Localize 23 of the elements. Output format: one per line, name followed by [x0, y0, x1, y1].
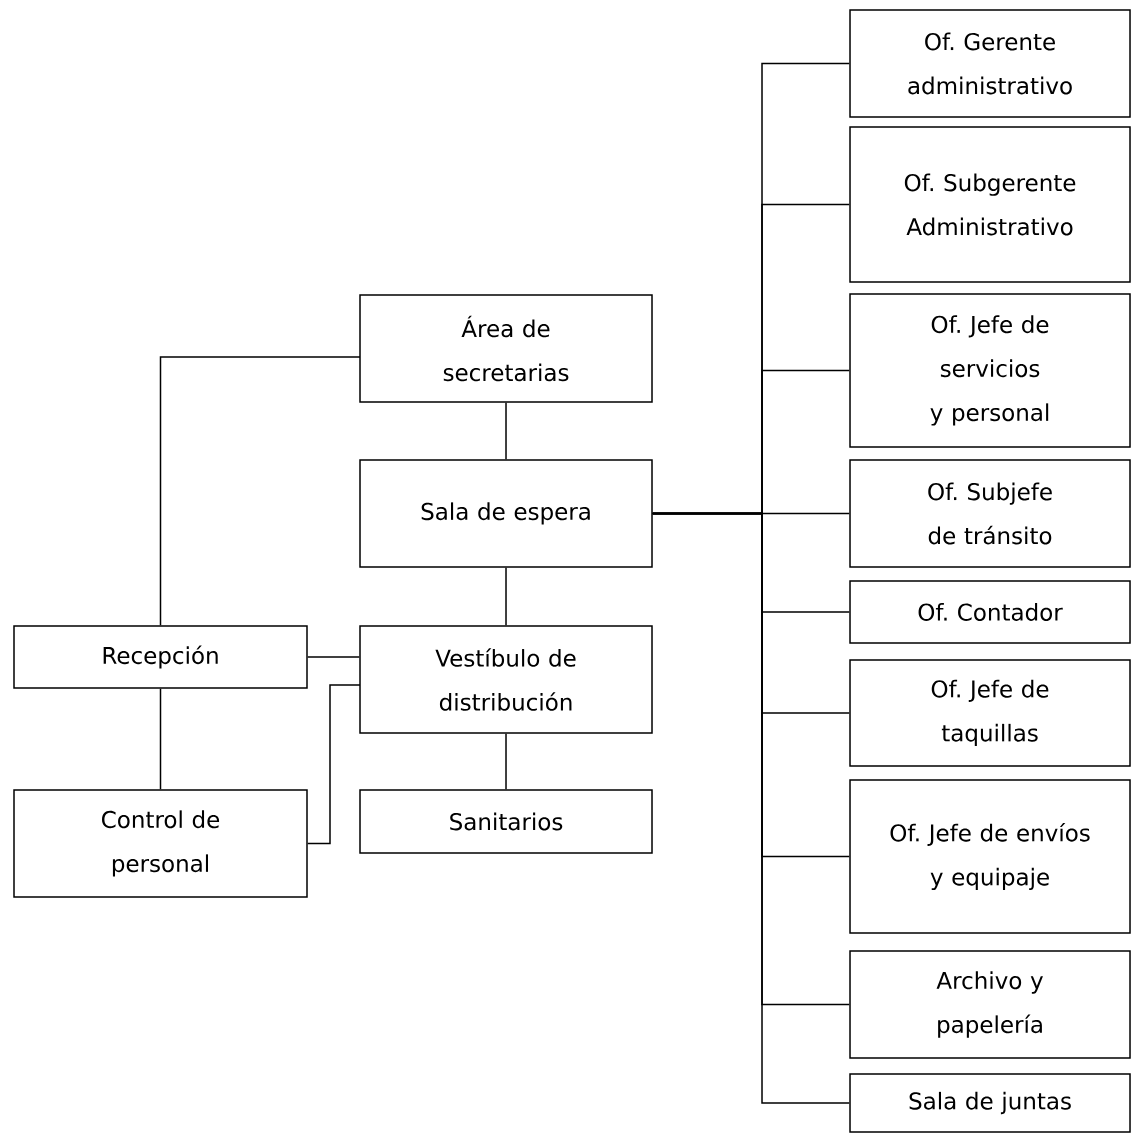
- room-box: Sala de espera: [359, 459, 653, 568]
- connector-line: [159, 356, 361, 626]
- connector-line: [307, 684, 361, 845]
- room-box: Sala de juntas: [849, 1073, 1131, 1133]
- room-box: Of. Jefe de envíos y equipaje: [849, 779, 1131, 934]
- room-box: Archivo y papelería: [849, 950, 1131, 1059]
- connector-line: [505, 567, 507, 626]
- connector-line: [505, 733, 507, 790]
- connector-line: [505, 402, 507, 460]
- room-box: Control de personal: [13, 789, 308, 898]
- room-box: Of. Subjefe de tránsito: [849, 459, 1131, 568]
- connector-line: [652, 512, 850, 1104]
- room-box: Of. Gerente administrativo: [849, 9, 1131, 118]
- connector-line: [159, 688, 162, 790]
- room-box: Of. Subgerente Administrativo: [849, 126, 1131, 283]
- room-box: Of. Contador: [849, 580, 1131, 644]
- room-box: Recepción: [13, 625, 308, 689]
- room-box: Sanitarios: [359, 789, 653, 854]
- room-box: Vestíbulo de distribución: [359, 625, 653, 734]
- room-box: Of. Jefe de servicios y personal: [849, 293, 1131, 448]
- connector-line: [307, 656, 360, 658]
- room-box: Área de secretarias: [359, 294, 653, 403]
- room-box: Of. Jefe de taquillas: [849, 659, 1131, 767]
